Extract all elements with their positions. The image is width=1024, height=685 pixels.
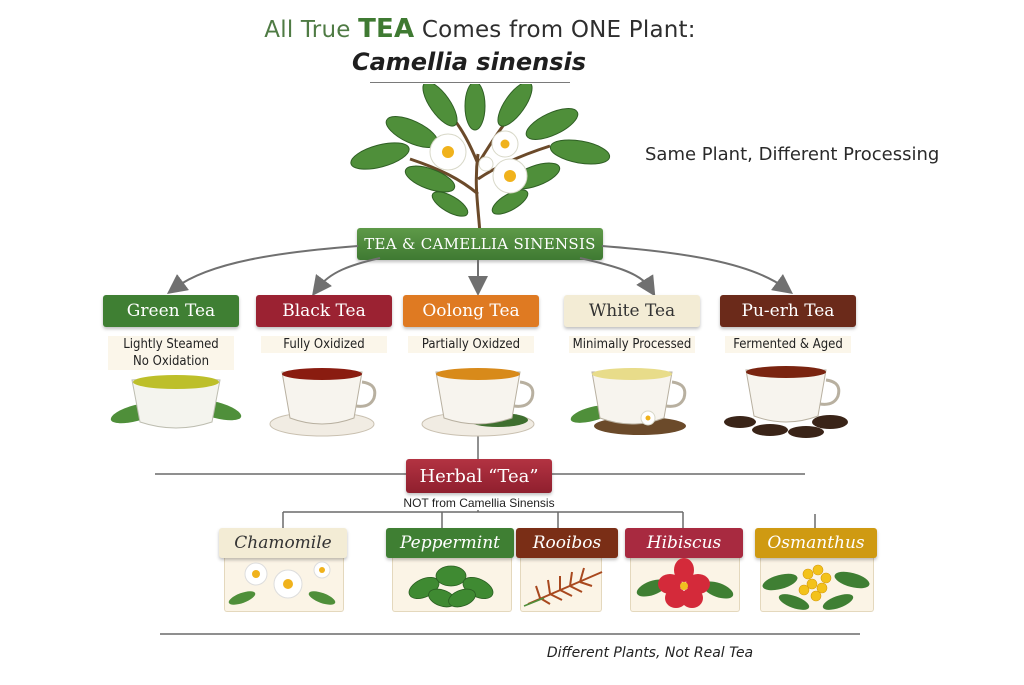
title-species: Camellia sinensis	[351, 48, 587, 76]
tea-banner-white: White Tea	[564, 295, 700, 327]
side-note: Same Plant, Different Processing	[645, 144, 940, 165]
tea-banner-puerh: Pu-erh Tea	[720, 295, 856, 327]
puerh-tea-cup-icon	[724, 366, 848, 438]
root-banner: TEA & CAMELLIA SINENSIS	[357, 228, 603, 260]
tea-process-green-line2: No Oxidation	[133, 354, 209, 369]
peppermint-icon	[408, 565, 494, 608]
herb-banner-chamomile: Chamomile	[219, 528, 347, 558]
herbal-note: NOT from Camellia Sinensis	[403, 496, 555, 510]
chamomile-icon	[228, 561, 336, 605]
green-tea-cup-icon	[110, 375, 242, 429]
tea-plant-icon	[350, 84, 611, 234]
tea-process-white: Minimally Processed	[569, 336, 695, 353]
title-lead: All True	[264, 17, 359, 43]
oolong-tea-cup-icon	[421, 368, 535, 437]
herb-banner-rooibos: Rooibos	[516, 528, 618, 558]
tea-process-puerh: Fermented & Aged	[725, 336, 851, 353]
herb-banner-peppermint: Peppermint	[386, 528, 514, 558]
tea-banner-oolong: Oolong Tea	[403, 295, 539, 327]
white-tea-cup-icon	[570, 368, 687, 435]
osmanthus-icon	[762, 564, 870, 610]
title-rest: Comes from ONE Plant:	[414, 17, 696, 43]
tea-process-black: Fully Oxidized	[261, 336, 387, 353]
hibiscus-icon	[636, 558, 734, 608]
herbal-banner: Herbal “Tea”	[406, 459, 552, 493]
title-underline	[370, 82, 570, 83]
herb-banner-osmanthus: Osmanthus	[755, 528, 877, 558]
title-emphasis: TEA	[358, 14, 415, 44]
footer-note: Different Plants, Not Real Tea	[546, 645, 754, 661]
black-tea-cup-icon	[269, 368, 377, 437]
tea-banner-black: Black Tea	[256, 295, 392, 327]
tea-process-green: Lightly Steamed No Oxidation	[108, 336, 234, 370]
tea-process-oolong: Partially Oxidzed	[408, 336, 534, 353]
tea-process-green-line1: Lightly Steamed	[123, 337, 219, 352]
title-heading: All True TEA Comes from ONE Plant:	[0, 14, 960, 44]
rooibos-icon	[523, 567, 603, 607]
herb-banner-hibiscus: Hibiscus	[625, 528, 743, 558]
tea-banner-green: Green Tea	[103, 295, 239, 327]
